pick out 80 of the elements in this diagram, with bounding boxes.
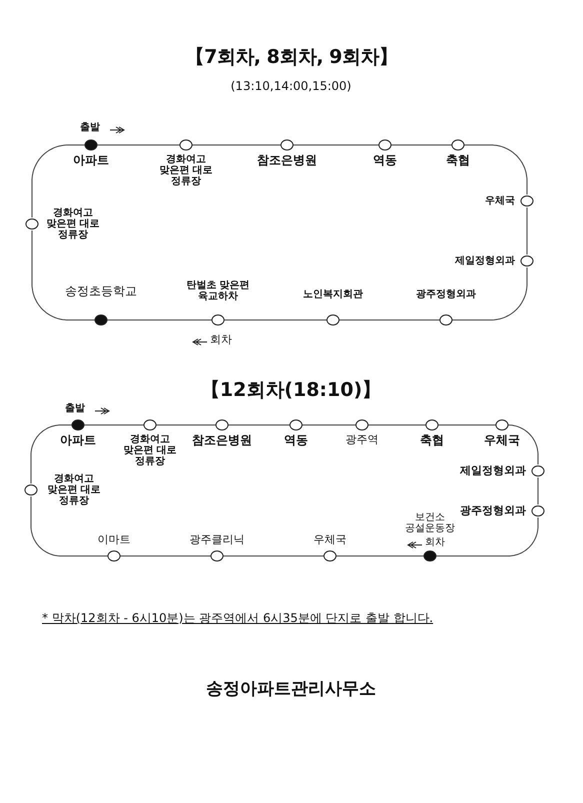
stop-name: 광주클리닉 — [190, 534, 244, 546]
stop-name: 탄벌초 맞은편 육교하차 — [185, 280, 251, 302]
bus-stop-circle — [216, 420, 228, 430]
bus-stop-circle — [290, 420, 302, 430]
stop-name: 우체국 — [484, 434, 520, 448]
stop-name: 광주역 — [346, 434, 378, 446]
stop-name: 역동 — [373, 154, 397, 168]
stop-name: 노인복지회관 — [303, 289, 363, 300]
text-label: (13:10,14:00,15:00) — [230, 80, 352, 94]
bus-stop-circle — [326, 314, 340, 326]
route-line — [84, 424, 144, 426]
route-line — [30, 496, 108, 556]
bus-stop-circle — [452, 140, 464, 150]
filled-stop-dot — [424, 550, 436, 562]
bus-stop-circle — [440, 314, 452, 326]
route-line — [293, 144, 379, 146]
route-line — [438, 424, 496, 426]
bus-stop-circle — [324, 550, 336, 562]
text-label: 회차 — [425, 537, 445, 548]
bus-stop-circle — [532, 466, 544, 476]
stop-name: 아파트 — [60, 434, 96, 448]
text-label: 회차 — [210, 334, 232, 347]
stop-name: 경화여고 맞은편 대로 정류장 — [122, 434, 178, 467]
filled-stop-dot — [94, 314, 108, 326]
filled-stop-dot — [84, 140, 98, 150]
route-line — [368, 424, 426, 426]
stop-name: 경화여고 맞은편 대로 정류장 — [158, 154, 214, 187]
bus-stop-circle — [180, 140, 192, 150]
stop-name: 아파트 — [73, 154, 109, 168]
bus-stop-circle — [108, 550, 120, 562]
route-line — [302, 424, 356, 426]
route-line — [32, 230, 95, 320]
route-line — [30, 424, 72, 484]
bus-stop-circle — [144, 420, 156, 430]
route-line — [97, 144, 180, 146]
bus-stop-circle — [520, 256, 534, 266]
bus-stop-circle — [24, 484, 38, 496]
bus-stop-circle — [356, 420, 368, 430]
route-line — [526, 207, 528, 255]
stop-name: 제일정형외과 — [460, 464, 526, 478]
stop-name: 제일정형외과 — [455, 256, 515, 266]
bus-stop-circle — [532, 506, 544, 516]
bus-stop-circle — [210, 550, 224, 562]
stop-name: 송정초등학교 — [65, 284, 137, 298]
stop-name: 축협 — [420, 434, 444, 448]
stop-name: 우체국 — [314, 534, 346, 546]
route-line — [436, 517, 538, 556]
route-line — [228, 424, 290, 426]
bus-stop-circle — [496, 420, 508, 430]
stop-name: 우체국 — [485, 196, 515, 206]
stop-name: 축협 — [446, 154, 470, 168]
route-line — [156, 424, 216, 426]
text-label: 출발 — [80, 122, 100, 134]
stop-name: 광주정형외과 — [416, 289, 476, 300]
filled-stop-dot — [72, 420, 84, 430]
bus-stop-circle — [378, 140, 392, 150]
route-line — [452, 267, 528, 320]
stop-name: 보건소 공설운동장 — [404, 512, 456, 534]
stop-name: 이마트 — [98, 534, 130, 546]
footnote: * 막차(12회차 - 6시10분)는 광주역에서 6시35분에 단지로 출발 합니다. — [42, 612, 434, 626]
route-line — [192, 144, 281, 146]
route-line — [391, 144, 452, 146]
stop-name: 경화여고 맞은편 대로 정류장 — [45, 208, 101, 240]
heading: 송정아파트관리사무소 — [206, 680, 376, 700]
stop-name: 역동 — [284, 434, 308, 448]
bus-stop-circle — [426, 420, 438, 430]
bus-stop-circle — [520, 196, 534, 206]
stop-name: 광주정형외과 — [460, 504, 526, 518]
route-line — [32, 144, 85, 218]
heading: 【12회차(18:10)】 — [200, 380, 382, 402]
stop-name: 참조은병원 — [192, 434, 252, 448]
bus-stop-circle — [212, 314, 224, 326]
bus-stop-circle — [280, 140, 294, 150]
text-label: 출발 — [65, 403, 85, 414]
route-line — [464, 144, 528, 195]
bus-stop-circle — [26, 218, 38, 230]
heading: 【7회차, 8회차, 9회차】 — [184, 45, 398, 70]
stop-name: 경화여고 맞은편 대로 정류장 — [46, 474, 102, 506]
route-line — [508, 424, 538, 465]
stop-name: 참조은병원 — [257, 154, 317, 168]
